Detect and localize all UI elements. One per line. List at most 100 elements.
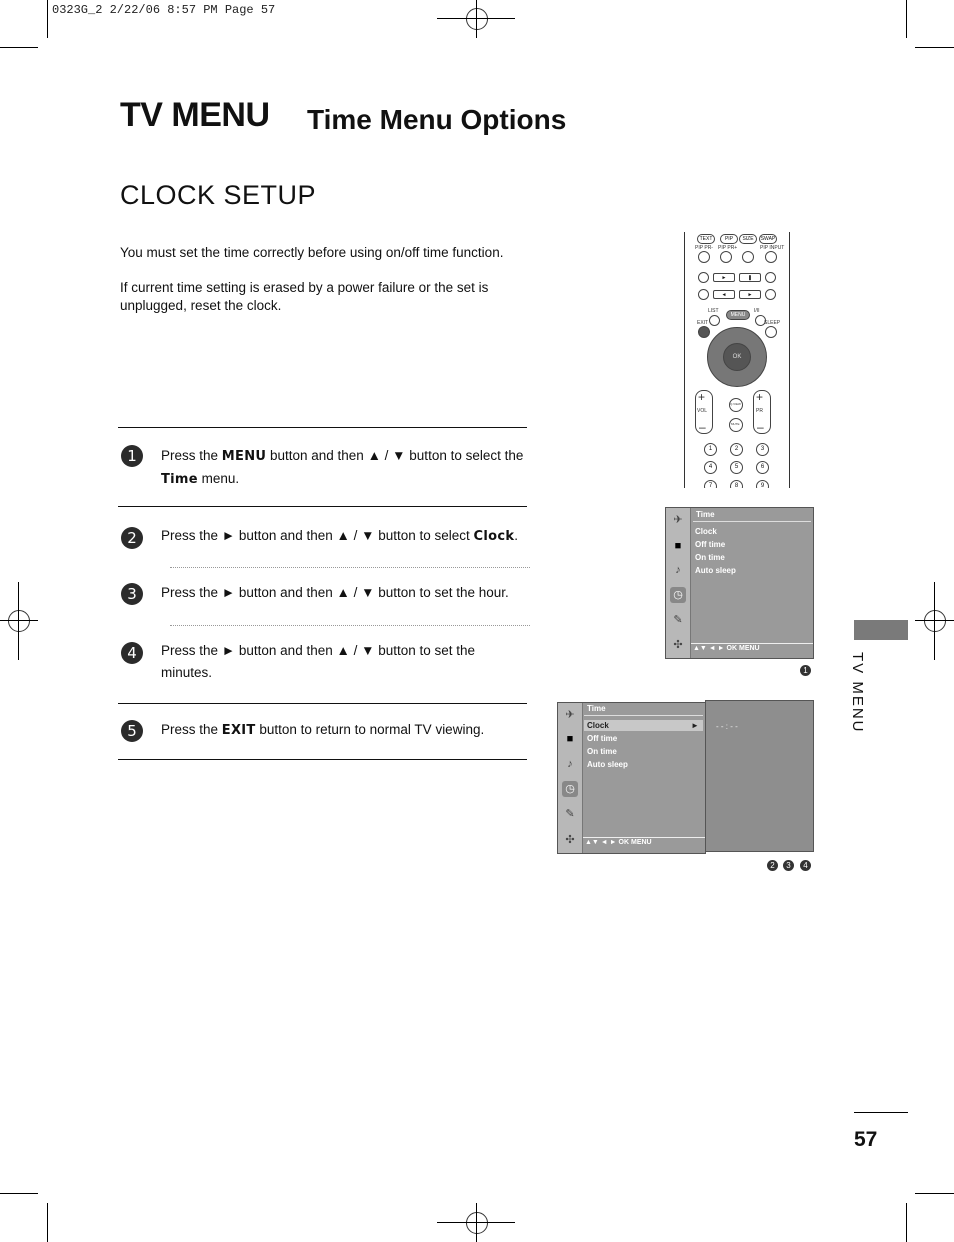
mute-button (729, 418, 743, 432)
time-menu-screen-1: ✈ ■ ♪ ◷ ✎ ✣ Time Clock Off time On time … (665, 507, 814, 659)
option-icon: ✎ (673, 614, 683, 626)
page-subtitle: Time Menu Options (307, 104, 567, 135)
menu-icon-bar: ✈ ■ ♪ ◷ ✎ ✣ (558, 703, 583, 853)
i-ii-label: I/II (754, 308, 760, 314)
sound-icon: ♪ (567, 758, 573, 770)
dotted-divider (170, 567, 530, 568)
divider (118, 506, 527, 507)
crop-mark (906, 0, 907, 38)
size-button: SIZE (739, 234, 757, 244)
section-title: CLOCK SETUP (120, 180, 317, 210)
clock-icon: ◷ (562, 781, 578, 797)
round-button (698, 251, 710, 263)
text-button: TEXT (697, 234, 715, 244)
round-button (765, 272, 776, 283)
pause-icon: ❚ (739, 273, 761, 282)
figure-badge: 2 (767, 860, 778, 871)
satellite-icon: ✈ (565, 709, 575, 721)
round-button (755, 315, 766, 326)
menu-footer-hints: ▲▼ ◄ ► OK MENU (585, 839, 652, 846)
round-button (742, 251, 754, 263)
step-4-text: Press the ► button and then ▲ / ▼ button… (161, 643, 476, 680)
arrow-right-icon: ► (691, 721, 699, 730)
plus-icon: + (698, 390, 706, 404)
crop-mark (47, 0, 48, 38)
step-number: 5 (121, 720, 143, 742)
exit-button (698, 326, 710, 338)
selected-row-highlight (584, 720, 703, 731)
round-button (709, 315, 720, 326)
option-icon: ✎ (565, 808, 575, 820)
step-3-text: Press the ► button and then ▲ / ▼ button… (161, 585, 509, 600)
digit-button: 3 (756, 443, 769, 456)
forward-icon: ► (739, 290, 761, 299)
menu-header: Time (696, 510, 715, 519)
menu-icon-bar: ✈ ■ ♪ ◷ ✎ ✣ (666, 508, 691, 658)
menu-item-auto-sleep: Auto sleep (695, 566, 736, 575)
divider (118, 759, 527, 760)
digit-button: 9 (756, 480, 769, 488)
chapter-label: TV MENU (849, 652, 866, 734)
step-number: 4 (121, 642, 143, 664)
digit-button: 5 (730, 461, 743, 474)
digit-button: 2 (730, 443, 743, 456)
plus-icon: + (756, 390, 764, 404)
menu-item-on-time: On time (695, 553, 725, 562)
page-number: 57 (854, 1128, 878, 1151)
registration-mark (466, 1212, 488, 1234)
crop-mark (476, 0, 477, 38)
dotted-divider (170, 625, 530, 626)
header-underline (584, 715, 703, 716)
step-number: 3 (121, 583, 143, 605)
rewind-icon: ◄ (713, 290, 735, 299)
menu-item-off-time: Off time (587, 734, 618, 743)
qview-label: Q.VIEW (730, 402, 741, 406)
divider (118, 703, 527, 704)
intro-paragraph: You must set the time correctly before u… (120, 245, 504, 260)
satellite-icon: ✈ (673, 514, 683, 526)
ok-button: OK (723, 343, 751, 371)
play-icon: ► (713, 273, 735, 282)
crop-mark (47, 1203, 48, 1242)
clock-submenu: - - : - - (705, 700, 814, 852)
step-number: 1 (121, 445, 143, 467)
remote-control-illustration: TEXT PIP SIZE SWAP PIP PR- PIP PR+ PIP I… (684, 232, 790, 488)
program-rocker (753, 390, 771, 434)
round-button (720, 251, 732, 263)
swap-button: SWAP (759, 234, 777, 244)
pip-pr-minus-label: PIP PR- (695, 245, 713, 251)
pip-button: PIP (720, 234, 738, 244)
sleep-label: SLEEP (764, 320, 781, 326)
screen-icon: ✣ (673, 639, 683, 651)
menu-item-clock: Clock (695, 527, 717, 536)
print-slug: 0323G_2 2/22/06 8:57 PM Page 57 (52, 3, 276, 17)
menu-button: MENU (726, 310, 750, 320)
minus-icon: – (699, 420, 706, 434)
menu-item-auto-sleep: Auto sleep (587, 760, 628, 769)
digit-button: 6 (756, 461, 769, 474)
digit-button: 7 (704, 480, 717, 488)
step-5-text: Press the EXIT button to return to norma… (161, 722, 485, 738)
crop-mark (906, 1203, 907, 1242)
figure-badge: 3 (783, 860, 794, 871)
intro-paragraph: If current time setting is erased by a p… (120, 280, 489, 313)
step-number: 2 (121, 527, 143, 549)
crop-mark (0, 47, 38, 48)
crop-mark (0, 620, 38, 621)
screen-icon: ✣ (565, 834, 575, 846)
divider (118, 427, 527, 428)
registration-mark (466, 8, 488, 30)
figure-badge: 4 (800, 860, 811, 871)
sound-icon: ♪ (675, 564, 681, 576)
chapter-tab (854, 620, 908, 640)
qview-button (729, 398, 743, 412)
pr-label: PR (756, 408, 763, 414)
footer-rule (583, 837, 705, 838)
list-label: LIST (708, 308, 719, 314)
clock-icon: ◷ (670, 587, 686, 603)
menu-item-on-time: On time (587, 747, 617, 756)
exit-label: EXIT (697, 320, 709, 326)
round-button (698, 272, 709, 283)
step-1-text: Press the MENU button and then ▲ / ▼ but… (161, 448, 524, 487)
clock-time-value: - - : - - (716, 722, 738, 731)
